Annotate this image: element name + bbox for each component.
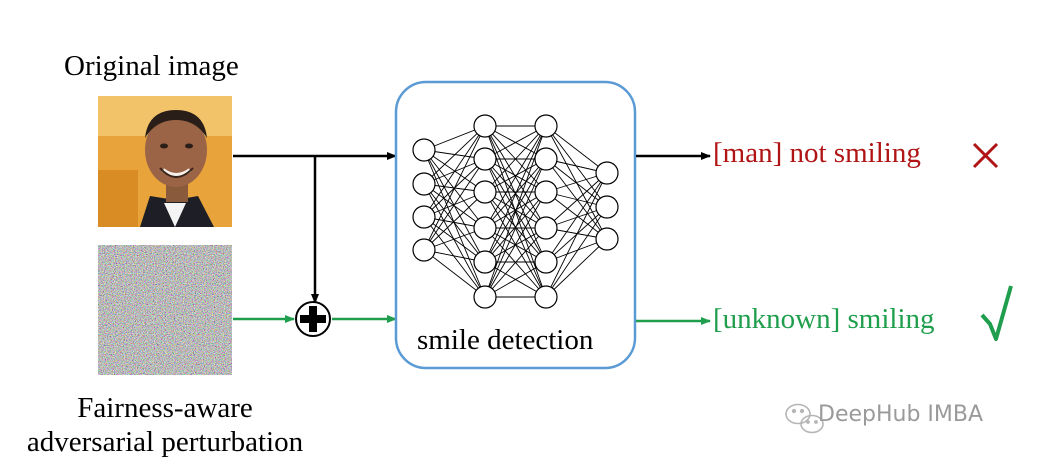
nn-connection	[423, 183, 486, 298]
perturbation-noise-image	[98, 245, 232, 375]
nn-connection	[545, 206, 608, 298]
nn-connection	[423, 125, 486, 185]
bottom-output-label: [unknown] smiling	[713, 303, 935, 335]
nn-connection	[423, 125, 486, 218]
nn-connection	[545, 172, 608, 298]
top-output-label: [man] not smiling	[713, 137, 921, 169]
nn-connection	[423, 125, 486, 251]
nn-connection	[545, 172, 608, 263]
perturbation-label-line2: adversarial perturbation	[26, 426, 304, 458]
nn-connection	[423, 191, 486, 251]
nn-connection	[423, 216, 486, 263]
nn-connection	[484, 261, 547, 298]
nn-node-layer-2	[473, 114, 497, 138]
nn-node-layer-3	[534, 285, 558, 309]
nn-connection	[423, 183, 486, 229]
nn-connection	[545, 125, 608, 174]
nn-node-layer-3	[534, 180, 558, 204]
perturbation-label: Fairness-aware adversarial perturbation	[20, 391, 310, 459]
nn-connection	[545, 158, 608, 240]
nn-node-layer-1	[412, 138, 436, 162]
smile-detection-label: smile detection	[417, 324, 594, 356]
nn-node-layer-3	[534, 250, 558, 274]
nn-node-layer-2	[473, 285, 497, 309]
watermark-label: DeepHub IMBA	[818, 402, 984, 427]
nn-node-layer-2	[473, 147, 497, 171]
nn-connection	[545, 158, 608, 208]
nn-connection	[545, 238, 608, 298]
nn-node-layer-4	[595, 227, 619, 251]
wechat-icon	[785, 403, 824, 434]
nn-connection	[484, 191, 547, 298]
check-icon	[980, 285, 1013, 341]
nn-node-layer-1	[412, 205, 436, 229]
nn-node-layer-2	[473, 216, 497, 240]
nn-node-layer-2	[473, 250, 497, 274]
neural-network-icon	[412, 114, 619, 309]
nn-node-layer-3	[534, 114, 558, 138]
original-face-image	[98, 96, 232, 227]
nn-node-layer-2	[473, 180, 497, 204]
plus-circle-icon	[295, 301, 331, 337]
perturbation-label-line1: Fairness-aware	[77, 392, 253, 424]
watermark-text: DeepHub IMBA	[780, 402, 983, 427]
nn-node-layer-4	[595, 195, 619, 219]
nn-node-layer-3	[534, 216, 558, 240]
nn-node-layer-1	[412, 172, 436, 196]
nn-connection	[423, 158, 486, 251]
nn-node-layer-4	[595, 161, 619, 185]
nn-connection	[545, 172, 608, 229]
original-image-label: Original image	[64, 50, 239, 82]
nn-connection	[423, 183, 486, 263]
cross-icon	[972, 142, 999, 169]
nn-connection	[545, 191, 608, 240]
nn-node-layer-3	[534, 147, 558, 171]
nn-connection	[484, 125, 547, 229]
nn-connection	[484, 158, 547, 298]
nn-node-layer-1	[412, 238, 436, 262]
clean-input-arrow	[233, 152, 397, 304]
nn-connection	[423, 249, 486, 298]
nn-connection	[484, 227, 547, 298]
nn-connection	[484, 125, 547, 263]
nn-connection	[484, 125, 547, 193]
